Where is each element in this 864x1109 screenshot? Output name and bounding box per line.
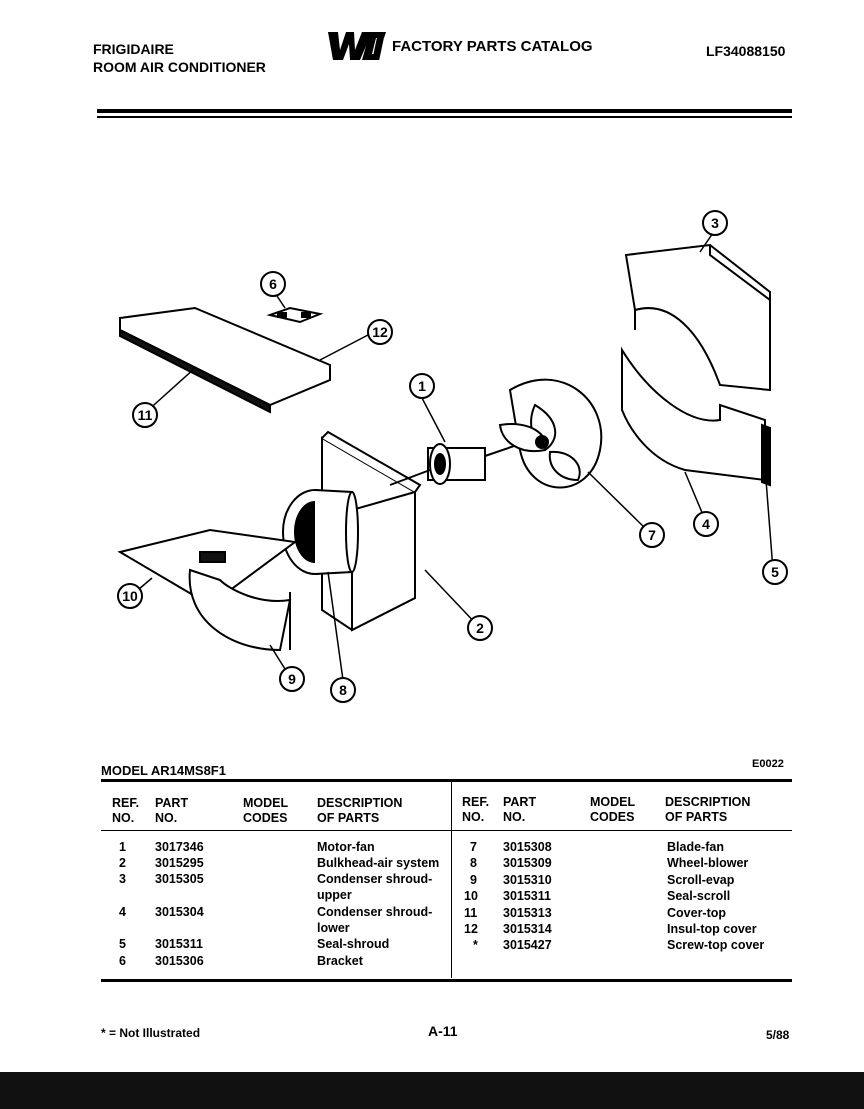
svg-text:3: 3 <box>711 215 719 231</box>
wci-logo-icon <box>328 32 386 60</box>
scan-edge-band <box>0 1072 864 1109</box>
header-desc-2: OF PARTS <box>317 811 380 825</box>
svg-text:9: 9 <box>288 671 296 687</box>
fan-blade-part <box>498 378 603 489</box>
header-model-r-2: CODES <box>590 810 635 824</box>
header-model: MODEL <box>243 796 289 810</box>
callout-3: 3 <box>702 210 728 236</box>
brand-name: FRIGIDAIRE <box>93 41 174 57</box>
table-top-rule <box>101 779 792 782</box>
bracket-part <box>266 306 324 324</box>
page-number: A-11 <box>428 1023 458 1039</box>
table-bottom-rule <box>101 979 792 982</box>
header-rule-thick <box>97 109 792 113</box>
svg-text:12: 12 <box>372 324 388 340</box>
header-part-r-2: NO. <box>503 810 526 824</box>
callout-8: 8 <box>330 677 356 703</box>
catalog-title: FACTORY PARTS CATALOG <box>392 38 593 55</box>
header-desc: DESCRIPTION <box>317 796 403 810</box>
svg-text:11: 11 <box>138 407 153 423</box>
callout-6: 6 <box>260 271 286 297</box>
motor-part <box>389 443 521 486</box>
exploded-parts-diagram: 1 2 3 4 5 6 7 8 9 10 11 12 <box>117 210 788 703</box>
svg-text:7: 7 <box>648 527 656 543</box>
condenser-shroud-lower-part <box>621 346 766 482</box>
scroll-evap-part <box>117 528 298 652</box>
revision-date: 5/88 <box>766 1028 790 1042</box>
callout-10: 10 <box>117 583 143 609</box>
header-ref: REF. <box>112 796 140 810</box>
header-desc-r: DESCRIPTION <box>665 795 751 809</box>
wci-logo <box>326 28 388 62</box>
callout-5: 5 <box>762 559 788 585</box>
svg-text:4: 4 <box>702 516 710 532</box>
header-part-2: NO. <box>155 811 178 825</box>
svg-text:5: 5 <box>771 564 779 580</box>
header-desc-r-2: OF PARTS <box>665 810 728 824</box>
svg-text:10: 10 <box>122 588 138 604</box>
condenser-shroud-upper-part <box>624 243 771 392</box>
header-part: PART <box>155 796 189 810</box>
not-illustrated-note: * = Not Illustrated <box>101 1026 201 1040</box>
header-part-r: PART <box>503 795 537 809</box>
svg-text:8: 8 <box>339 682 347 698</box>
svg-text:2: 2 <box>476 620 484 636</box>
header-model-2: CODES <box>243 811 288 825</box>
cover-top-part <box>119 306 331 414</box>
header-rule-thin <box>97 116 792 118</box>
header-model-r: MODEL <box>590 795 636 809</box>
svg-text:1: 1 <box>418 378 426 394</box>
bulkhead-part <box>321 430 422 632</box>
header-ref-r: REF. <box>462 795 490 809</box>
callout-1: 1 <box>409 373 435 399</box>
blower-wheel-part <box>282 489 359 575</box>
drawing-code: E0022 <box>752 758 784 770</box>
seal-shroud-part <box>761 423 771 487</box>
callout-4: 4 <box>693 511 719 537</box>
callout-9: 9 <box>279 666 305 692</box>
callout-11: 11 <box>132 402 158 428</box>
callout-12: 12 <box>367 319 393 345</box>
model-number: MODEL AR14MS8F1 <box>101 763 226 778</box>
callout-2: 2 <box>467 615 493 641</box>
product-name: ROOM AIR CONDITIONER <box>93 59 266 75</box>
header-ref-2: NO. <box>112 811 135 825</box>
catalog-number: LF34088150 <box>706 43 786 59</box>
table-header-rule <box>101 830 792 831</box>
table-center-divider <box>451 782 452 978</box>
svg-text:6: 6 <box>269 276 277 292</box>
callout-7: 7 <box>639 522 665 548</box>
header-ref-r-2: NO. <box>462 810 485 824</box>
